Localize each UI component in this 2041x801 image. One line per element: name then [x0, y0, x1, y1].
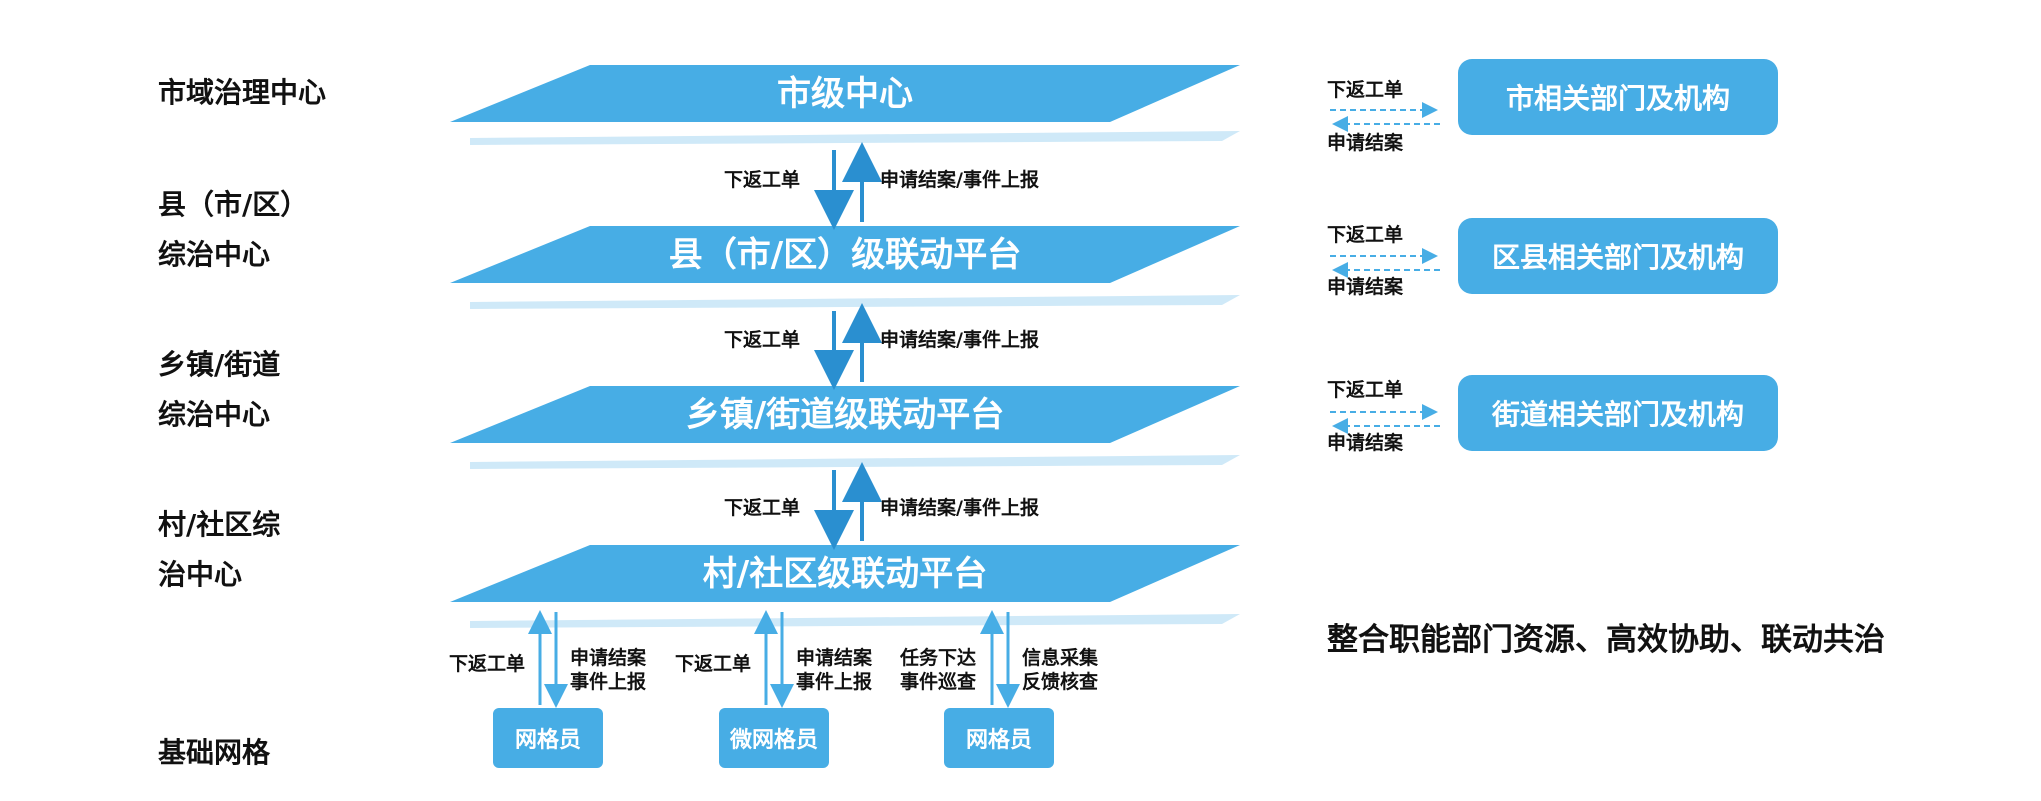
level-label-town-line-2: 综治中心: [158, 398, 271, 431]
platform-title-town: 乡镇/街道级联动平台: [685, 395, 1005, 435]
dept-return-label-2: 申请结案: [1327, 276, 1404, 298]
level-label-county-line-2: 综治中心: [158, 238, 271, 271]
flow-up-label-3: 申请结案/事件上报: [880, 497, 1039, 519]
grid-right-label-3-line-2: 反馈核查: [1022, 671, 1099, 693]
dept-box-town: 街道相关部门及机构: [1458, 375, 1778, 451]
level-label-city-line-1: 市域治理中心: [158, 76, 327, 109]
grid-box-gridman-1: 网格员: [493, 708, 603, 768]
grid-left-label-3-line-2: 事件巡查: [900, 671, 977, 693]
level-label-town: 乡镇/街道 综治中心: [158, 340, 280, 440]
grid-left-label-1-line-1: 下返工单: [449, 653, 526, 675]
platform-shadow-3: [470, 455, 1240, 469]
grid-left-label-3: 任务下达 事件巡查: [900, 646, 976, 694]
grid-left-label-2: 下返工单: [675, 652, 751, 676]
level-label-town-line-1: 乡镇/街道: [158, 348, 281, 381]
grid-left-label-3-line-1: 任务下达: [900, 647, 977, 669]
dept-send-label-3: 下返工单: [1327, 379, 1404, 401]
platform-county: [450, 226, 1240, 283]
grid-right-label-3-line-1: 信息采集: [1022, 647, 1099, 669]
platform-title-county: 县（市/区）级联动平台: [668, 235, 1022, 275]
dept-return-label-1: 申请结案: [1327, 132, 1404, 154]
grid-left-label-1: 下返工单: [449, 652, 525, 676]
level-label-city: 市域治理中心: [158, 68, 326, 118]
grid-box-gridman-2: 网格员: [944, 708, 1054, 768]
level-label-village: 村/社区综 治中心: [158, 500, 280, 600]
flow-down-label-1: 下返工单: [724, 169, 801, 191]
level-label-county: 县（市/区） 综治中心: [158, 180, 308, 280]
platform-title-city: 市级中心: [777, 74, 913, 114]
grid-right-label-1: 申请结案 事件上报: [570, 646, 646, 694]
platform-shadow-2: [470, 295, 1240, 309]
slogan-text: 整合职能部门资源、高效协助、联动共治: [1327, 622, 1885, 658]
grid-right-label-1-line-2: 事件上报: [570, 671, 647, 693]
platform-city: [450, 65, 1240, 122]
platform-title-village: 村/社区级联动平台: [702, 554, 988, 594]
grid-left-label-2-line-1: 下返工单: [675, 653, 752, 675]
grid-box-micro-gridman: 微网格员: [719, 708, 829, 768]
level-label-county-line-1: 县（市/区）: [158, 188, 309, 221]
grid-right-label-2-line-1: 申请结案: [796, 647, 873, 669]
platform-town: [450, 386, 1240, 443]
grid-right-label-2: 申请结案 事件上报: [796, 646, 872, 694]
level-label-village-line-1: 村/社区综: [158, 508, 281, 541]
flow-up-label-1: 申请结案/事件上报: [880, 169, 1039, 191]
platform-village: [450, 545, 1240, 602]
grid-right-label-1-line-1: 申请结案: [570, 647, 647, 669]
dept-return-label-3: 申请结案: [1327, 432, 1404, 454]
level-label-grid: 基础网格: [158, 728, 270, 778]
dept-send-label-1: 下返工单: [1327, 79, 1404, 101]
level-label-grid-line-1: 基础网格: [158, 736, 271, 769]
dept-box-county: 区县相关部门及机构: [1458, 218, 1778, 294]
flow-down-label-2: 下返工单: [724, 329, 801, 351]
grid-right-label-3: 信息采集 反馈核查: [1022, 646, 1098, 694]
flow-down-label-3: 下返工单: [724, 497, 801, 519]
dept-send-label-2: 下返工单: [1327, 224, 1404, 246]
grid-right-label-2-line-2: 事件上报: [796, 671, 873, 693]
platform-shadow-4: [470, 614, 1240, 628]
level-label-village-line-2: 治中心: [158, 558, 243, 591]
flow-up-label-2: 申请结案/事件上报: [880, 329, 1039, 351]
dept-box-city: 市相关部门及机构: [1458, 59, 1778, 135]
platform-shadow-1: [470, 131, 1240, 145]
